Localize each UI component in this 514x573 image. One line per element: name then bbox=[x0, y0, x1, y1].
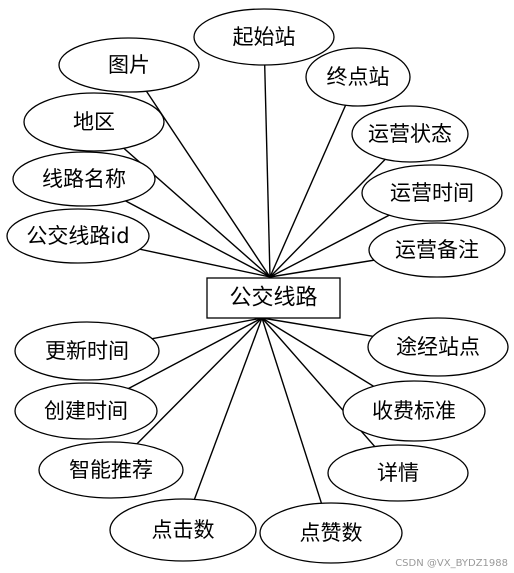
attribute-ellipse bbox=[361, 164, 503, 222]
attribute-click-count: 点击数 bbox=[109, 498, 257, 562]
attribute-ellipse bbox=[14, 321, 160, 381]
attribute-label: 运营备注 bbox=[395, 238, 479, 262]
connector-click-count bbox=[182, 317, 263, 531]
attributes: 起始站图片终点站地区运营状态线路名称运营时间公交线路id 运营备注更新时间 途经站点… bbox=[6, 8, 509, 564]
connector-like-count bbox=[261, 317, 332, 534]
attribute-label: 公交线路id bbox=[26, 224, 129, 248]
attribute-operating-remarks: 运营备注 bbox=[368, 222, 506, 278]
attribute-label: 起始站 bbox=[233, 25, 296, 49]
connector-image bbox=[128, 64, 271, 278]
attribute-ellipse bbox=[351, 105, 469, 163]
connector-end-station bbox=[269, 76, 359, 278]
attribute-ellipse bbox=[58, 37, 200, 93]
attribute-ellipse bbox=[193, 8, 335, 66]
attribute-update-time: 更新时间 bbox=[14, 321, 160, 381]
attribute-like-count: 点赞数 bbox=[259, 502, 403, 564]
attribute-ellipse bbox=[327, 444, 469, 502]
attribute-operating-status: 运营状态 bbox=[351, 105, 469, 163]
attribute-image: 图片 bbox=[58, 37, 200, 93]
entity-label: 公交线路 bbox=[229, 286, 317, 311]
attribute-label: 途经站点 bbox=[396, 335, 480, 359]
watermark: CSDN @VX_BYDZ1988 bbox=[395, 558, 508, 569]
attribute-label: 地区 bbox=[73, 110, 115, 134]
connector-start-station bbox=[263, 36, 271, 278]
attribute-label: 运营状态 bbox=[368, 122, 452, 146]
attribute-ellipse bbox=[6, 208, 150, 264]
attribute-ellipse bbox=[305, 47, 411, 107]
attribute-create-time: 创建时间 bbox=[14, 382, 158, 440]
attribute-via-stations: 途经站点 bbox=[367, 317, 509, 377]
attribute-label: 运营时间 bbox=[390, 181, 474, 205]
attribute-ellipse bbox=[109, 498, 257, 562]
attribute-label: 详情 bbox=[377, 461, 419, 485]
attribute-ellipse bbox=[367, 317, 509, 377]
attribute-ellipse bbox=[38, 441, 184, 499]
attribute-label: 点击数 bbox=[152, 518, 215, 542]
attribute-region: 地区 bbox=[23, 92, 165, 152]
attribute-fare-standard: 收费标准 bbox=[342, 380, 486, 442]
attribute-smart-recommend: 智能推荐 bbox=[38, 441, 184, 499]
attribute-label: 终点站 bbox=[327, 65, 390, 89]
attribute-label: 点赞数 bbox=[300, 521, 363, 545]
attribute-label: 收费标准 bbox=[372, 399, 456, 423]
attribute-ellipse bbox=[23, 92, 165, 152]
attribute-ellipse bbox=[342, 380, 486, 442]
attribute-ellipse bbox=[14, 382, 158, 440]
attribute-route-name: 线路名称 bbox=[12, 151, 156, 207]
attribute-route-id: 公交线路id bbox=[6, 208, 150, 264]
attribute-label: 线路名称 bbox=[42, 167, 126, 191]
attribute-label: 创建时间 bbox=[44, 399, 128, 423]
attribute-label: 图片 bbox=[108, 53, 150, 77]
attribute-start-station: 起始站 bbox=[193, 8, 335, 66]
entity-bus-route: 公交线路 bbox=[206, 277, 341, 319]
attribute-ellipse bbox=[259, 502, 403, 564]
attribute-ellipse bbox=[368, 222, 506, 278]
attribute-ellipse bbox=[12, 151, 156, 207]
attribute-label: 更新时间 bbox=[45, 339, 129, 363]
attribute-end-station: 终点站 bbox=[305, 47, 411, 107]
attribute-operating-time: 运营时间 bbox=[361, 164, 503, 222]
entity-box bbox=[206, 277, 341, 319]
attribute-details: 详情 bbox=[327, 444, 469, 502]
attribute-label: 智能推荐 bbox=[69, 458, 153, 482]
